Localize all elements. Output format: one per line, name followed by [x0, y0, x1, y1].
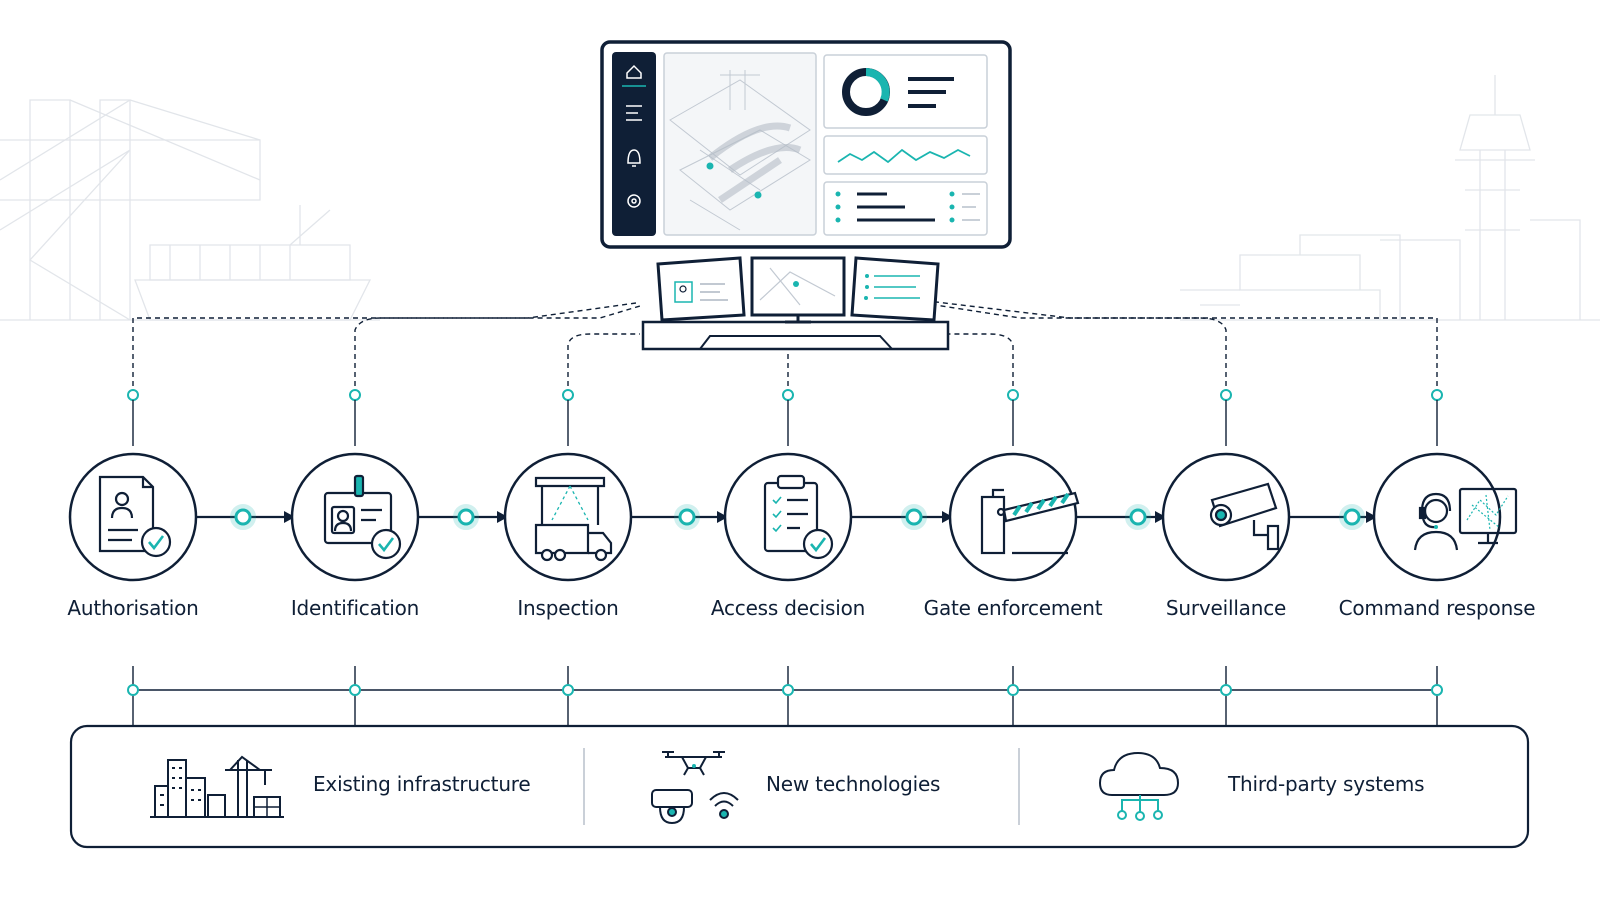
foundation-label-existing-infrastructure: Existing infrastructure [313, 772, 531, 796]
foundation-connectors [127, 666, 1443, 725]
list-panel [823, 181, 988, 236]
drone-camera-wifi-icon [651, 751, 739, 825]
top-nodes [127, 389, 1443, 401]
step-label-authorisation: Authorisation [67, 596, 199, 620]
step-circle-inspection [503, 452, 633, 582]
step-circle-command-response [1372, 452, 1502, 582]
foundation-panel [69, 724, 1530, 849]
flow-arrows [197, 504, 1377, 530]
truck-scanner-icon [534, 476, 613, 562]
step-label-inspection: Inspection [517, 596, 619, 620]
authorisation-document-icon [98, 475, 172, 558]
step-label-access-decision: Access decision [710, 596, 866, 620]
desk-monitor-center [750, 256, 846, 324]
operator-desk [641, 256, 950, 351]
desk-monitor-left [656, 256, 746, 322]
step-label-command-response: Command response [1338, 596, 1536, 620]
command-center-monitor [600, 40, 1012, 249]
gear-icon[interactable] [627, 194, 641, 208]
step-label-identification: Identification [290, 596, 420, 620]
security-camera-icon [1209, 482, 1280, 551]
command-connectors [132, 301, 1438, 395]
port-map-panel [663, 52, 817, 236]
cloud-network-icon [1098, 751, 1180, 821]
bell-icon[interactable] [627, 149, 641, 167]
foundation-label-third-party-systems: Third-party systems [1228, 772, 1425, 796]
step-circle-access-decision [723, 452, 853, 582]
step-label-surveillance: Surveillance [1165, 596, 1287, 620]
checklist-clipboard-icon [763, 474, 834, 560]
id-badge-icon [323, 474, 402, 560]
buildings-crane-icon [150, 755, 284, 818]
menu-icon[interactable] [626, 105, 642, 121]
trend-chart-panel [823, 135, 988, 175]
port-background-illustration [0, 75, 1600, 321]
dashboard-sidebar [612, 52, 656, 236]
foundation-label-new-technologies: New technologies [766, 772, 941, 796]
barrier-gate-icon [980, 488, 1080, 555]
home-icon[interactable] [626, 64, 642, 79]
desk-monitor-right [850, 256, 940, 322]
step-label-gate-enforcement: Gate enforcement [923, 596, 1103, 620]
operator-headset-icon [1413, 487, 1518, 551]
